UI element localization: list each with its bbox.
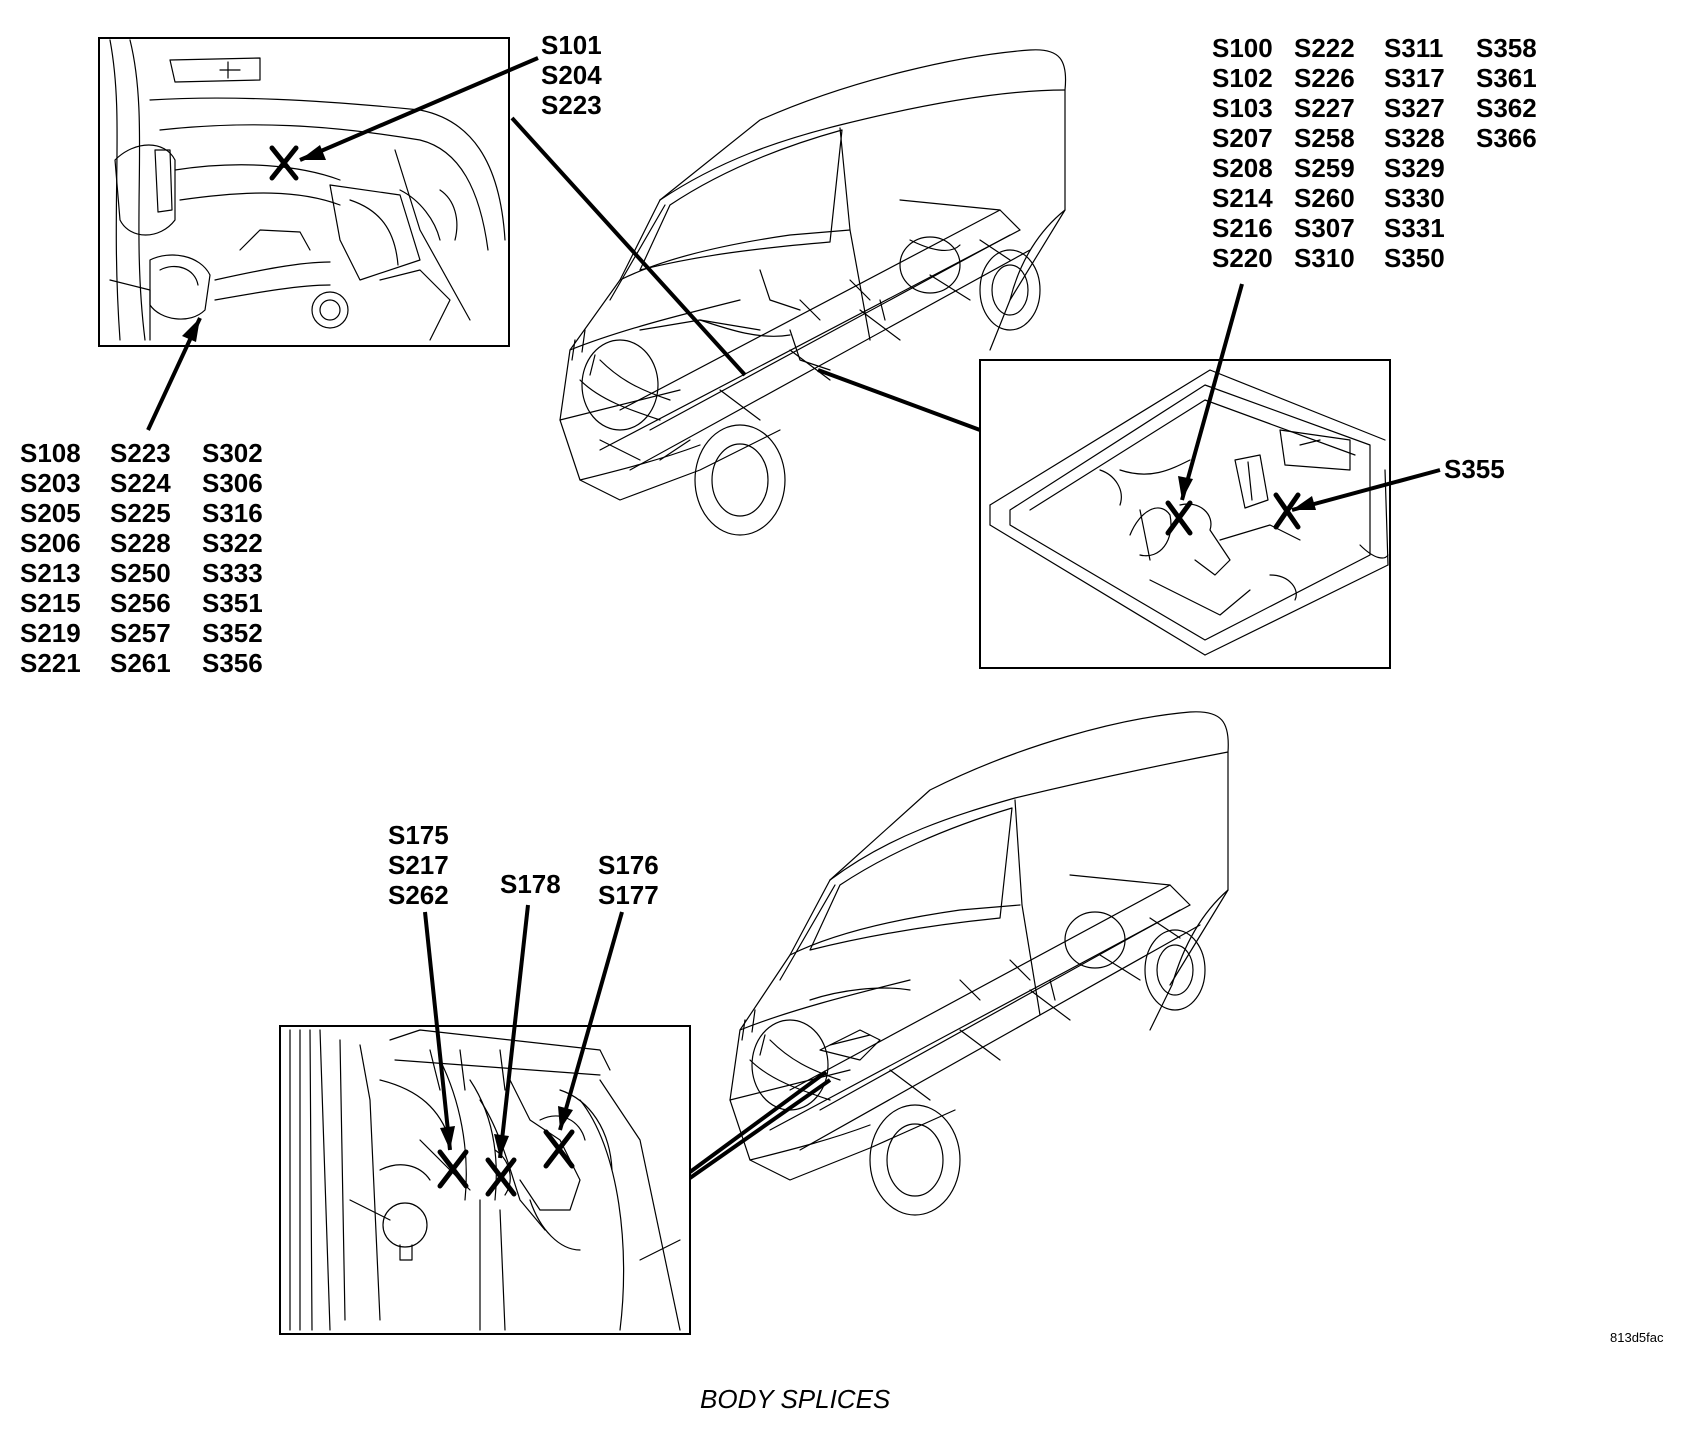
grid-left-cell: S356 (202, 648, 263, 678)
grid-right-cell: S103 (1212, 93, 1273, 123)
grid-right-cell: S260 (1294, 183, 1355, 213)
grid-left-cell: S224 (110, 468, 171, 498)
grid-right-cell: S207 (1212, 123, 1273, 153)
leader-arrow (558, 1106, 573, 1130)
callout-grid-right: S100 S102 S103 S207 S208 S214 S216 S220 … (1178, 33, 1537, 501)
grid-left-cell: S306 (202, 468, 263, 498)
grid-right-col-1: S222 S226 S227 S258 S259 S260 S307 S310 (1294, 33, 1355, 273)
callout-top-left-2: S223 (541, 90, 602, 120)
grid-right-cell: S222 (1294, 33, 1355, 63)
grid-left-cell: S333 (202, 558, 263, 588)
grid-left-cell: S322 (202, 528, 263, 558)
callout-top-left-1: S204 (541, 60, 602, 90)
grid-left-cell: S223 (110, 438, 171, 468)
callout-bottom-c: S176 S177 (558, 850, 659, 1131)
van-top (559, 49, 1067, 536)
leader-bottom-to-van (688, 1078, 832, 1180)
grid-left-col-2: S302 S306 S316 S322 S333 S351 S352 S356 (202, 438, 263, 678)
leader-arrow (1178, 476, 1193, 500)
leader-arrow (182, 318, 200, 342)
inset-top-left (98, 37, 510, 347)
grid-left-cell: S261 (110, 648, 171, 678)
leader-arrow (440, 1126, 455, 1150)
grid-right-col-2: S311 S317 S327 S328 S329 S330 S331 S350 (1384, 33, 1445, 273)
callout-bottom-b-0: S178 (500, 869, 561, 899)
grid-right-cell: S208 (1212, 153, 1273, 183)
grid-left-cell: S205 (20, 498, 81, 528)
grid-left-col-1: S223 S224 S225 S228 S250 S256 S257 S261 (110, 438, 171, 678)
leader-top-left-to-van (510, 116, 747, 377)
grid-left-cell: S225 (110, 498, 171, 528)
callout-bottom-c-0: S176 (598, 850, 659, 880)
inset-bottom (279, 1025, 691, 1335)
grid-left-cell: S203 (20, 468, 81, 498)
figure-code: 813d5fac (1610, 1330, 1664, 1345)
grid-left-cell: S351 (202, 588, 263, 618)
callout-bottom-a-1: S217 (388, 850, 449, 880)
grid-right-cell: S331 (1384, 213, 1445, 243)
grid-right-cell: S259 (1294, 153, 1355, 183)
grid-left-cell: S316 (202, 498, 263, 528)
grid-right-cell: S350 (1384, 243, 1445, 273)
grid-right-col-3: S358 S361 S362 S366 (1476, 33, 1537, 153)
callout-bottom-b: S178 (494, 869, 561, 1159)
leader-van-to-right (817, 368, 981, 432)
grid-left-cell: S213 (20, 558, 81, 588)
grid-right-cell: S216 (1212, 213, 1273, 243)
callout-bottom-a-2: S262 (388, 880, 449, 910)
grid-left-cell: S219 (20, 618, 81, 648)
grid-right-cell: S214 (1212, 183, 1273, 213)
callout-top-left: S101 S204 S223 (146, 30, 602, 431)
grid-left-cell: S108 (20, 438, 81, 468)
grid-left-cell: S250 (110, 558, 171, 588)
callout-s355-label: S355 (1444, 454, 1505, 484)
figure-caption: BODY SPLICES (700, 1384, 891, 1414)
grid-right-cell: S227 (1294, 93, 1355, 123)
callout-bottom-a: S175 S217 S262 (388, 820, 455, 1151)
inset-right (979, 359, 1391, 669)
callout-grid-left: S108 S203 S205 S206 S213 S215 S219 S221 … (20, 438, 263, 678)
grid-right-cell: S311 (1384, 33, 1443, 63)
grid-right-cell: S329 (1384, 153, 1445, 183)
callout-s355: S355 (1291, 454, 1505, 512)
grid-left-cell: S221 (20, 648, 81, 678)
grid-right-cell: S258 (1294, 123, 1355, 153)
grid-right-cell: S310 (1294, 243, 1355, 273)
grid-left-cell: S257 (110, 618, 171, 648)
grid-left-cell: S256 (110, 588, 171, 618)
grid-right-cell: S361 (1476, 63, 1537, 93)
grid-left-cell: S215 (20, 588, 81, 618)
grid-right-cell: S220 (1212, 243, 1273, 273)
grid-left-cell: S302 (202, 438, 263, 468)
inset-top-left-frame (98, 37, 510, 347)
grid-left-cell: S228 (110, 528, 171, 558)
grid-right-cell: S226 (1294, 63, 1355, 93)
grid-right-cell: S100 (1212, 33, 1273, 63)
grid-left-cell: S352 (202, 618, 263, 648)
grid-right-cell: S317 (1384, 63, 1445, 93)
grid-right-cell: S362 (1476, 93, 1537, 123)
grid-right-cell: S307 (1294, 213, 1355, 243)
inset-bottom-frame (279, 1025, 691, 1335)
grid-right-col-0: S100 S102 S103 S207 S208 S214 S216 S220 (1212, 33, 1273, 273)
leader-arrow (494, 1134, 509, 1158)
grid-right-cell: S330 (1384, 183, 1445, 213)
leader-arrow (1292, 496, 1316, 510)
grid-right-cell: S358 (1476, 33, 1537, 63)
leader-arrow (300, 145, 326, 160)
grid-right-cell: S102 (1212, 63, 1273, 93)
callout-bottom-a-0: S175 (388, 820, 449, 850)
van-bottom (729, 711, 1229, 1216)
grid-right-cell: S328 (1384, 123, 1445, 153)
callout-top-left-0: S101 (541, 30, 602, 60)
grid-left-cell: S206 (20, 528, 81, 558)
callout-bottom-c-1: S177 (598, 880, 659, 910)
grid-right-cell: S366 (1476, 123, 1537, 153)
grid-left-col-0: S108 S203 S205 S206 S213 S215 S219 S221 (20, 438, 81, 678)
grid-right-cell: S327 (1384, 93, 1445, 123)
